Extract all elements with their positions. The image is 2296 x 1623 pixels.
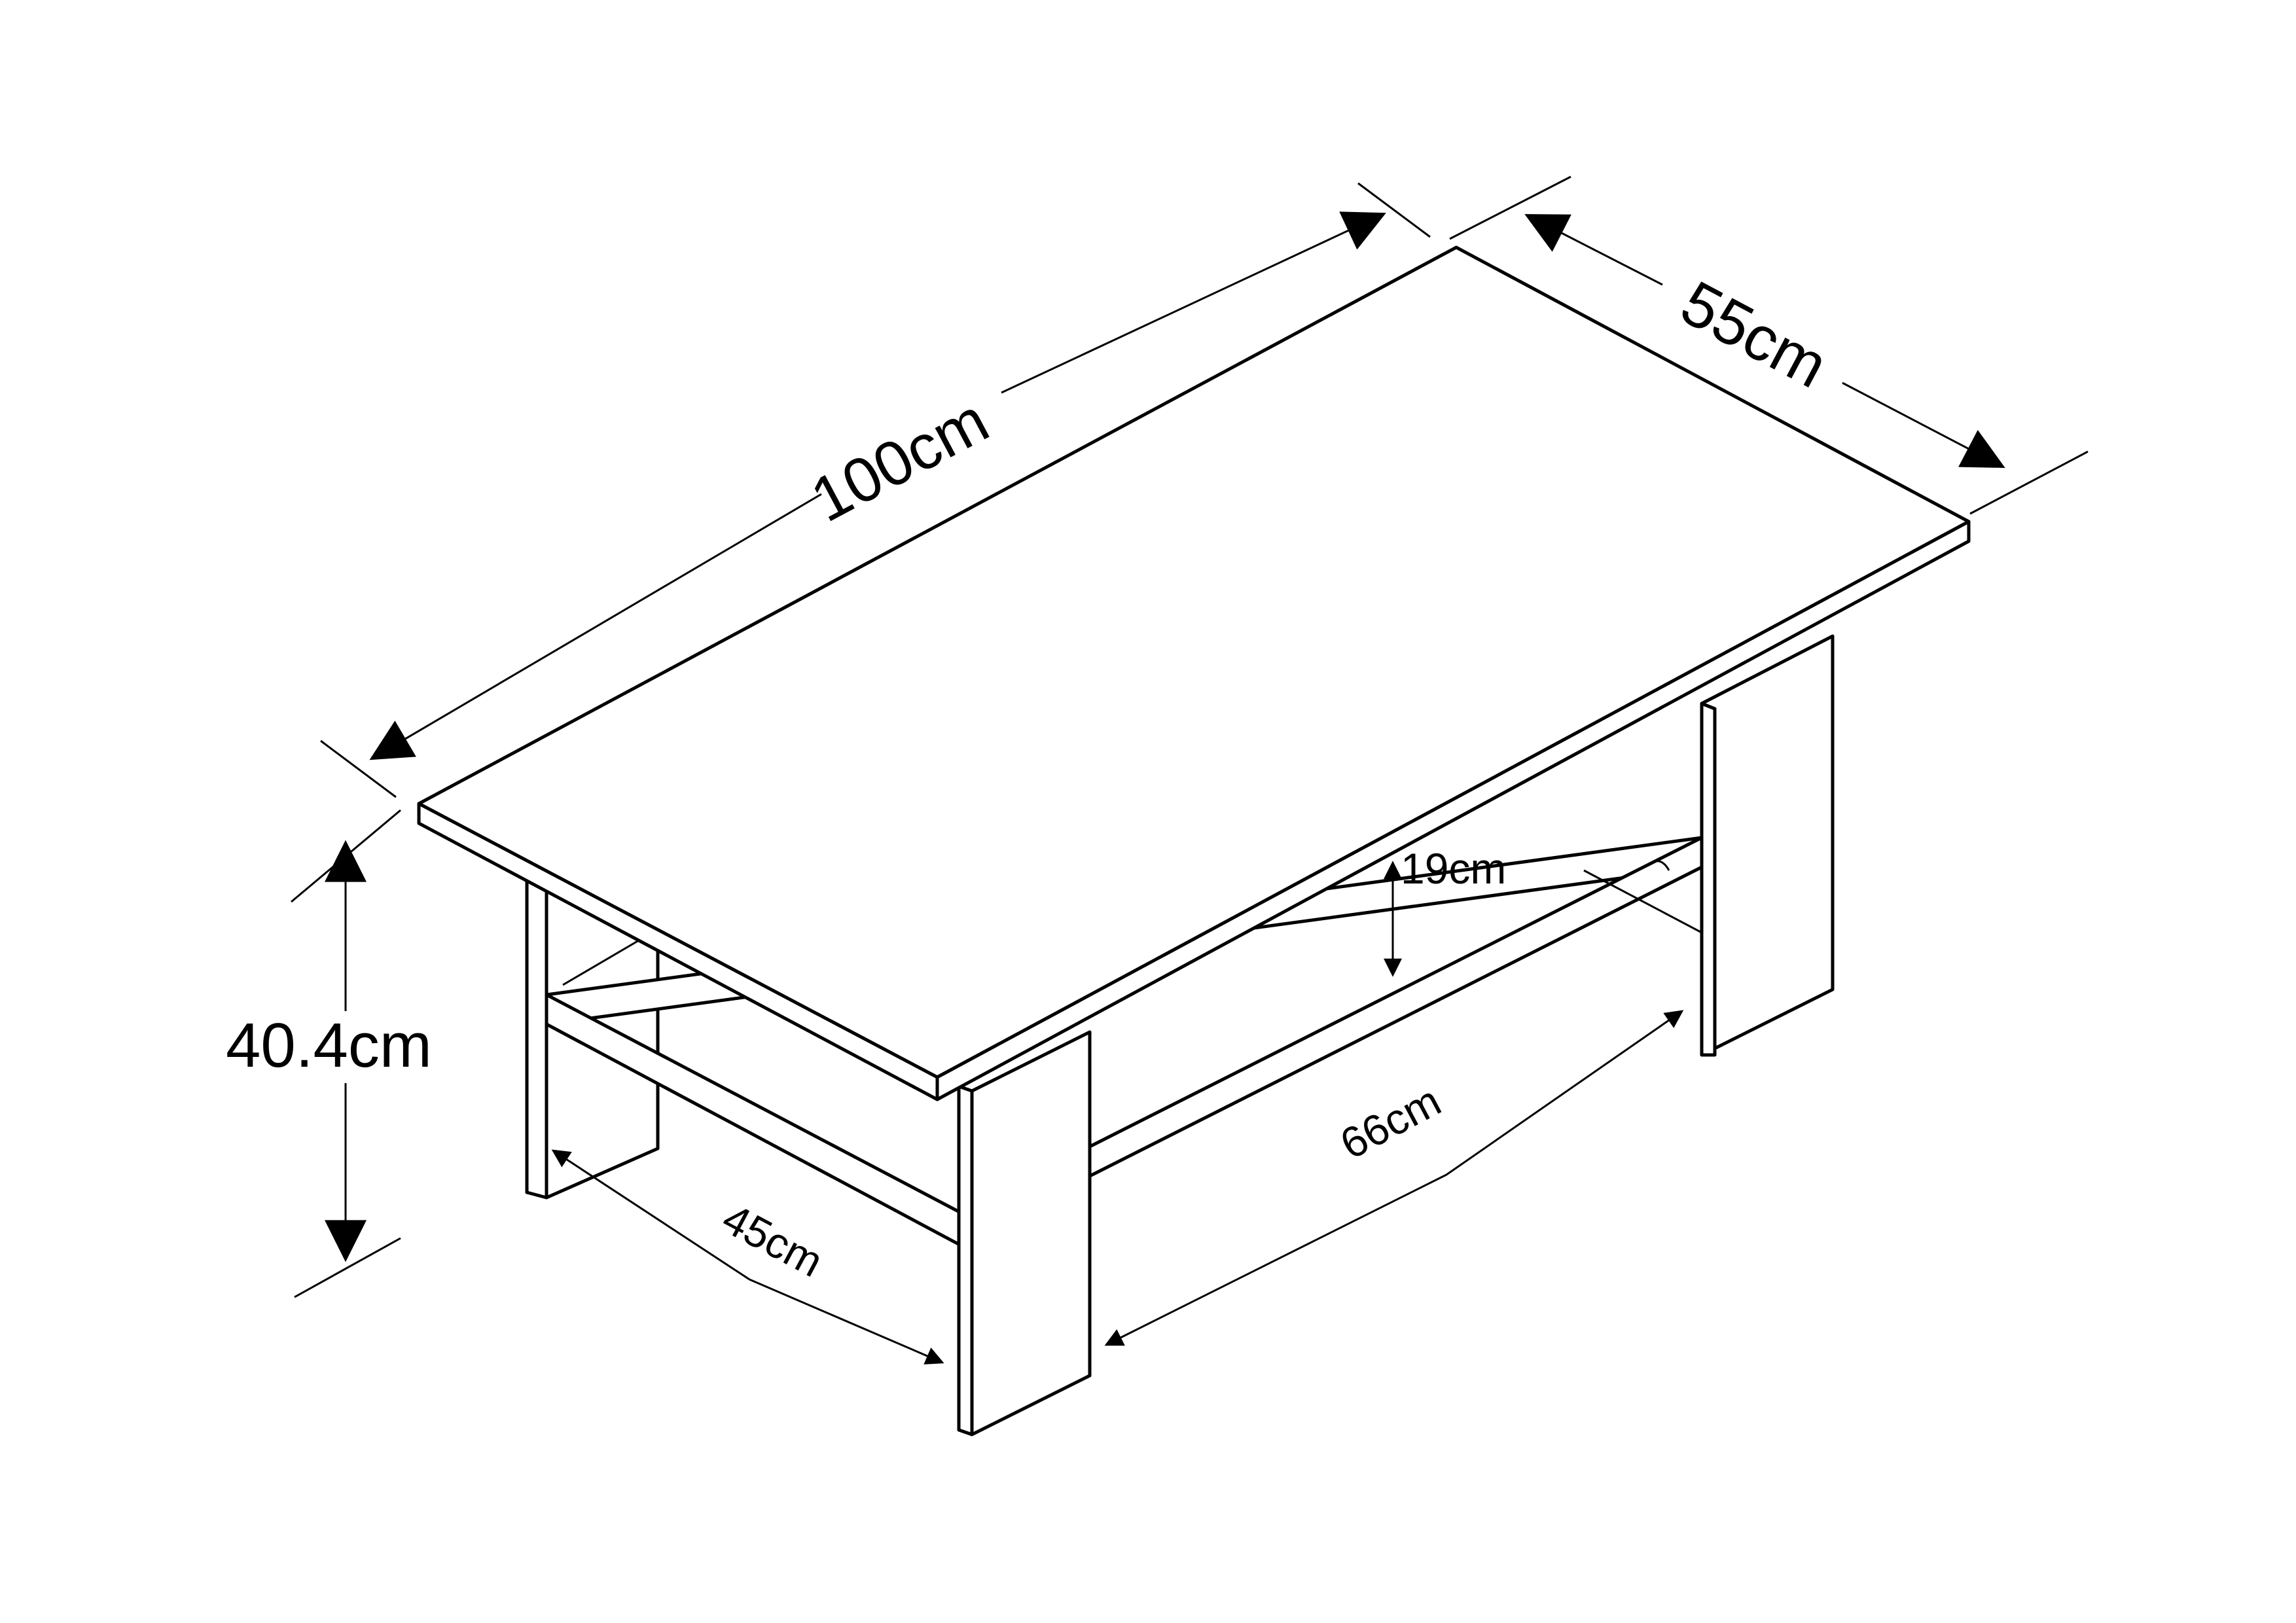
inner-depth-label: 45cm: [715, 1194, 831, 1286]
inner-length-label: 66cm: [1333, 1076, 1448, 1168]
back-right-leg: [1700, 634, 1835, 1057]
coffee-table: [417, 245, 1971, 1436]
dimension-height: 40.4cm: [226, 809, 432, 1298]
table-top: [417, 245, 1971, 1101]
shelf-clearance-label: 19cm: [1401, 844, 1506, 893]
front-leg: [957, 1030, 1092, 1436]
dimension-shelf-clearance: 19cm: [1384, 844, 1506, 977]
dimension-inner-length: 66cm: [1104, 1010, 1684, 1346]
height-label: 40.4cm: [226, 1010, 432, 1080]
